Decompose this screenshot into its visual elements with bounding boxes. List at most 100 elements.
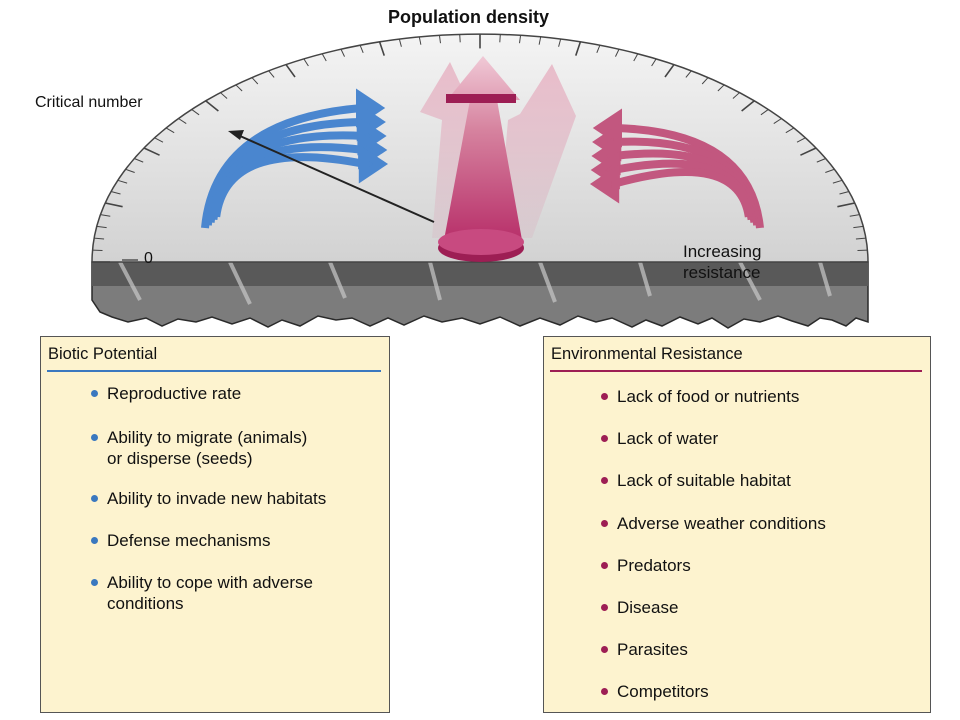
dial-tick <box>701 77 709 85</box>
dial-tick <box>235 84 243 92</box>
resistance-item: Lack of food or nutrients <box>601 386 799 407</box>
dial-tick <box>418 36 422 45</box>
dial-tick <box>378 41 385 56</box>
dial-tick <box>785 127 795 134</box>
dial-tick <box>596 44 601 53</box>
biotic-item: Defense mechanisms <box>91 530 270 551</box>
dial-tick <box>154 137 164 143</box>
bullet-icon <box>601 562 608 569</box>
dial-tick <box>853 225 864 229</box>
dial-tick <box>94 237 105 240</box>
resistance-item: Adverse weather conditions <box>601 513 826 534</box>
population-gauge <box>91 33 869 329</box>
critical-number-label: Critical number <box>35 94 143 111</box>
needle-head <box>228 130 244 140</box>
environmental-resistance-panel: Environmental Resistance Lack of food or… <box>543 336 931 713</box>
dial-tick <box>191 109 200 116</box>
dial-ticks <box>92 34 868 263</box>
dial-tick <box>359 44 364 53</box>
increasing-resistance-label: Increasing resistance <box>683 241 793 283</box>
dial-tick <box>849 214 860 217</box>
bullet-icon <box>91 390 98 397</box>
environmental-resistance-heading: Environmental Resistance <box>551 345 743 363</box>
bullet-icon <box>601 604 608 611</box>
biotic-item: Reproductive rate <box>91 383 241 404</box>
biotic-potential-arrows <box>201 88 389 229</box>
resistance-label-line1: Increasing <box>683 242 762 261</box>
dial-tick <box>285 64 296 78</box>
bullet-icon <box>91 579 98 586</box>
resistance-item: Competitors <box>601 681 709 702</box>
dial-tick <box>321 53 327 62</box>
dial-tick <box>143 147 160 156</box>
resistance-heading-rule <box>550 370 922 372</box>
bullet-icon <box>91 434 98 441</box>
dial-tick <box>538 36 542 45</box>
dial-tick <box>575 41 582 56</box>
dial-tick <box>558 38 562 47</box>
dial-tick <box>717 84 725 92</box>
resistance-label-line2: resistance <box>683 263 761 282</box>
dial-tick <box>773 118 782 124</box>
dial-tick <box>117 179 128 184</box>
resistance-item: Lack of water <box>601 428 718 449</box>
dial-tick <box>816 158 826 163</box>
dial-tick <box>741 100 755 112</box>
gauge-title: Population density <box>388 7 550 27</box>
dial-tick <box>837 202 855 208</box>
biotic-potential-panel: Biotic Potential Reproductive rate Abili… <box>40 336 390 713</box>
biotic-item: Ability to invade new habitats <box>91 488 326 509</box>
biotic-item: Ability to migrate (animals)or disperse … <box>91 427 307 469</box>
dial-tick <box>438 35 441 44</box>
dial-tick <box>825 168 835 173</box>
bullet-icon <box>91 537 98 544</box>
center-arrow <box>444 56 522 240</box>
resistance-item: Disease <box>601 597 678 618</box>
dial-tick <box>220 92 228 99</box>
dial-tick <box>110 191 121 195</box>
biotic-heading-rule <box>47 370 381 372</box>
dial-tick <box>96 225 107 229</box>
arrow-head <box>589 164 620 204</box>
dial-tick <box>499 34 501 43</box>
dial-tick <box>519 35 522 44</box>
balance-marker <box>446 94 516 103</box>
resistance-arrows <box>589 108 764 229</box>
ghost-arrow-right <box>498 64 576 238</box>
dial-tick <box>398 38 402 47</box>
dial-tick <box>839 191 850 195</box>
dial-tick <box>855 237 866 240</box>
dial-tick <box>340 48 345 57</box>
resistance-item: Predators <box>601 555 691 576</box>
dial-tick <box>615 48 620 57</box>
bullet-icon <box>601 646 608 653</box>
bullet-icon <box>601 520 608 527</box>
dial-tick <box>165 127 175 134</box>
zero-label: 0 <box>144 250 153 267</box>
dial-tick <box>105 202 123 208</box>
dial-tick <box>205 100 219 112</box>
dial-tick <box>134 158 144 163</box>
dial-tick <box>664 64 675 78</box>
biotic-potential-heading: Biotic Potential <box>48 345 158 363</box>
dial-tick <box>459 34 461 43</box>
dial-tick <box>268 70 275 78</box>
dial-tick <box>685 70 692 78</box>
dial-tick <box>760 109 769 116</box>
dial-tick <box>800 147 817 156</box>
bullet-icon <box>601 688 608 695</box>
dial-tick <box>832 179 843 184</box>
dial-tick <box>178 118 187 124</box>
bullet-icon <box>601 393 608 400</box>
bullet-icon <box>91 495 98 502</box>
resistance-item: Parasites <box>601 639 688 660</box>
gauge-needle <box>239 135 435 223</box>
curved-arrow <box>212 153 366 218</box>
dial-tick <box>125 168 135 173</box>
dial-tick <box>303 58 309 67</box>
dial-tick <box>732 92 740 99</box>
dial-tick <box>100 214 111 217</box>
dial-tick <box>251 77 259 85</box>
dial-tick <box>796 137 806 143</box>
